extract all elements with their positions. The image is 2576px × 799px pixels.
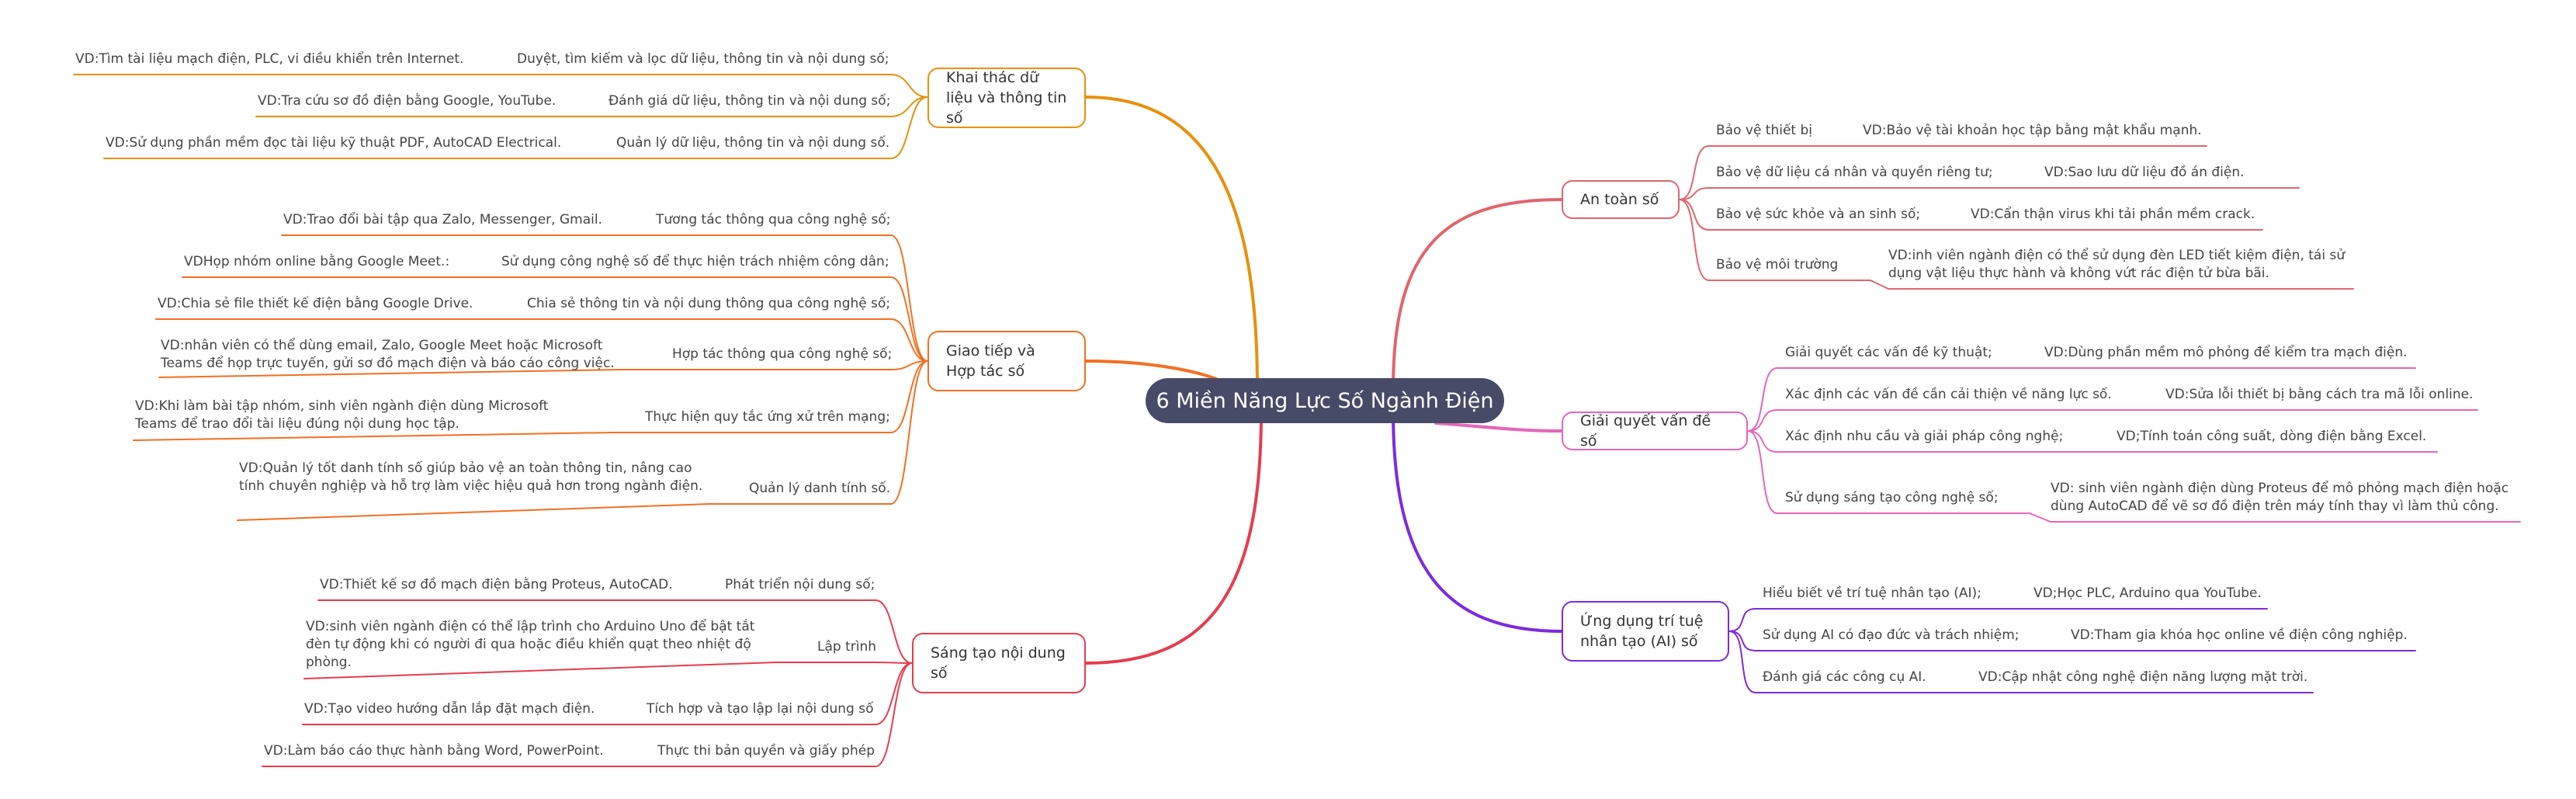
example-sang-tao-2[interactable]: VD:sinh viên ngành điện có thể lập trình… [306,619,755,670]
example-an-toan-3[interactable]: VD:Cẩn thận virus khi tải phần mềm crack… [1971,207,2255,222]
topic-khai-thac-3[interactable]: Quản lý dữ liệu, thông tin và nội dung s… [616,135,890,151]
topic-giao-tiep-4[interactable]: Hợp tác thông qua công nghệ số; [672,346,893,362]
link-an-toan-1-curve [1679,145,1710,200]
link-giao-tiep-5-curve [890,360,928,433]
topic-giai-quyet-3[interactable]: Xác định nhu cầu và giải pháp công nghệ; [1785,429,2064,444]
topic-giai-quyet-2[interactable]: Xác định các vấn đề cần cải thiện về năn… [1785,387,2112,402]
example-giao-tiep-4[interactable]: VD:nhân viên có thể dùng email, Zalo, Go… [161,338,615,371]
link-root-giai-quyet [1434,422,1563,433]
link-giao-tiep-4-curve [890,360,928,370]
example-giao-tiep-1[interactable]: VD:Trao đổi bài tập qua Zalo, Messenger,… [283,212,602,228]
branch-sang-tao[interactable]: Sáng tạo nội dung số [912,633,1086,693]
topic-sang-tao-3[interactable]: Tích hợp và tạo lập lại nội dung số [647,701,874,717]
branch-khai-thac[interactable]: Khai thác dữ liệu và thông tin số [927,68,1086,128]
link-an-toan-2-curve [1679,187,1710,200]
topic-sang-tao-4[interactable]: Thực thi bản quyền và giấy phép [657,743,875,759]
link-giao-tiep-3-curve [890,318,928,362]
example-ung-dung-ai-3[interactable]: VD:Cập nhật công nghệ điện năng lượng mặ… [1978,669,2308,685]
example-khai-thac-3[interactable]: VD:Sử dụng phần mềm đọc tài liệu kỹ thuậ… [106,135,562,151]
example-giao-tiep-5[interactable]: VD:Khi làm bài tập nhóm, sinh viên ngành… [135,398,549,432]
link-root-sang-tao [1084,410,1263,665]
topic-giao-tiep-2[interactable]: Sử dụng công nghệ số để thực hiện trách … [501,254,889,269]
topic-giao-tiep-6[interactable]: Quản lý danh tính số. [749,481,891,496]
link-ung-dung-ai-3-curve [1728,631,1756,693]
branch-giao-tiep[interactable]: Giao tiếp và Hợp tác số [927,331,1086,391]
topic-giao-tiep-3[interactable]: Chia sẻ thông tin và nội dung thông qua … [527,296,891,311]
link-giao-tiep-6-tail [237,503,711,521]
topic-an-toan-2[interactable]: Bảo vệ dữ liệu cá nhân và quyền riêng tư… [1716,165,1993,180]
link-root-ung-dung-ai [1392,410,1563,633]
topic-giao-tiep-5[interactable]: Thực hiện quy tắc ứng xử trên mạng; [645,409,890,425]
topic-ung-dung-ai-3[interactable]: Đánh giá các công cụ AI. [1763,669,1926,685]
branch-ung-dung-ai[interactable]: Ứng dụng trí tuệ nhân tạo (AI) số [1562,601,1729,662]
topic-ung-dung-ai-1[interactable]: Hiểu biết về trí tuệ nhân tạo (AI); [1763,585,1981,601]
link-giao-tiep-6-curve [890,360,928,505]
example-giai-quyet-2[interactable]: VD:Sửa lỗi thiết bị bằng cách tra mã lỗi… [2165,387,2474,402]
example-an-toan-4[interactable]: VD:inh viên ngành điện có thể sử dụng đè… [1888,248,2345,281]
example-giao-tiep-2[interactable]: VDHọp nhóm online bằng Google Meet.: [184,254,450,269]
link-root-khai-thac [1084,96,1259,390]
topic-ung-dung-ai-2[interactable]: Sử dụng AI có đạo đức và trách nhiệm; [1763,627,2020,643]
example-sang-tao-1[interactable]: VD:Thiết kế sơ đồ mạch điện bằng Proteus… [320,577,673,592]
example-ung-dung-ai-2[interactable]: VD:Tham gia khóa học online về điện công… [2071,627,2408,643]
topic-giai-quyet-1[interactable]: Giải quyết các vấn đề kỹ thuật; [1785,345,1992,360]
link-sang-tao-2-curve [875,662,913,664]
link-khai-thac-1-curve [890,74,928,98]
topic-giao-tiep-1[interactable]: Tương tác thông qua công nghệ số; [656,212,891,228]
link-sang-tao-1-curve [875,599,913,664]
link-an-toan-4-tail [1870,280,2354,290]
link-sang-tao-2-tail [303,662,777,679]
example-sang-tao-3[interactable]: VD:Tạo video hướng dẫn lắp đặt mạch điện… [304,701,595,717]
link-sang-tao-4-curve [875,662,913,767]
topic-giai-quyet-4[interactable]: Sử dụng sáng tạo công nghệ số; [1785,490,1999,505]
link-giai-quyet-3-curve [1747,430,1778,453]
link-giai-quyet-1-curve [1747,367,1778,432]
example-giai-quyet-4[interactable]: VD: sinh viên ngành điện dùng Proteus để… [2051,481,2509,514]
topic-an-toan-4[interactable]: Bảo vệ môi trường [1716,257,1839,273]
example-khai-thac-1[interactable]: VD:Tìm tài liệu mạch điện, PLC, vi điều … [75,51,464,67]
link-ung-dung-ai-2-curve [1728,631,1756,651]
link-giao-tiep-4-tail [158,369,622,378]
topic-sang-tao-1[interactable]: Phát triển nội dung số; [725,577,875,592]
link-an-toan-4-curve [1679,199,1710,281]
link-an-toan-3-curve [1679,199,1710,231]
example-giai-quyet-1[interactable]: VD:Dùng phần mềm mô phỏng để kiểm tra mạ… [2044,345,2408,360]
link-giai-quyet-4-curve [1747,430,1778,514]
link-ung-dung-ai-1-curve [1728,608,1756,632]
branch-an-toan[interactable]: An toàn số [1562,180,1680,219]
link-giai-quyet-4-tail [2029,512,2521,523]
link-giai-quyet-2-curve [1747,409,1778,432]
example-an-toan-1[interactable]: VD:Bảo vệ tài khoản học tập bằng mật khẩ… [1863,123,2202,138]
topic-sang-tao-2[interactable]: Lập trình [817,639,877,655]
example-khai-thac-2[interactable]: VD:Tra cứu sơ đồ điện bằng Google, YouTu… [258,93,556,109]
central-topic[interactable]: 6 Miền Năng Lực Số Ngành Điện [1146,378,1504,423]
example-giao-tiep-3[interactable]: VD:Chia sẻ file thiết kế điện bằng Googl… [158,296,473,311]
topic-an-toan-3[interactable]: Bảo vệ sức khỏe và an sinh số; [1716,207,1921,222]
topic-an-toan-1[interactable]: Bảo vệ thiết bị [1716,123,1813,138]
branch-giai-quyet[interactable]: Giải quyết vấn đề số [1562,412,1748,450]
topic-khai-thac-1[interactable]: Duyệt, tìm kiếm và lọc dữ liệu, thông ti… [517,51,889,67]
topic-khai-thac-2[interactable]: Đánh giá dữ liệu, thông tin và nội dung … [608,93,891,109]
link-giao-tiep-5-tail [133,432,614,441]
link-root-an-toan [1392,198,1563,390]
example-giao-tiep-6[interactable]: VD:Quản lý tốt danh tính số giúp bảo vệ … [239,460,703,494]
example-sang-tao-4[interactable]: VD:Làm báo cáo thực hành bằng Word, Powe… [264,743,604,759]
link-giao-tiep-1-curve [890,234,928,362]
example-an-toan-2[interactable]: VD:Sao lưu dữ liệu đồ án điện. [2044,165,2245,180]
link-khai-thac-3-curve [890,96,928,159]
link-giao-tiep-2-curve [890,276,928,362]
example-ung-dung-ai-1[interactable]: VD;Học PLC, Arduino qua YouTube. [2033,585,2262,601]
example-giai-quyet-3[interactable]: VD;Tính toán công suất, dòng điện bằng E… [2117,429,2427,444]
